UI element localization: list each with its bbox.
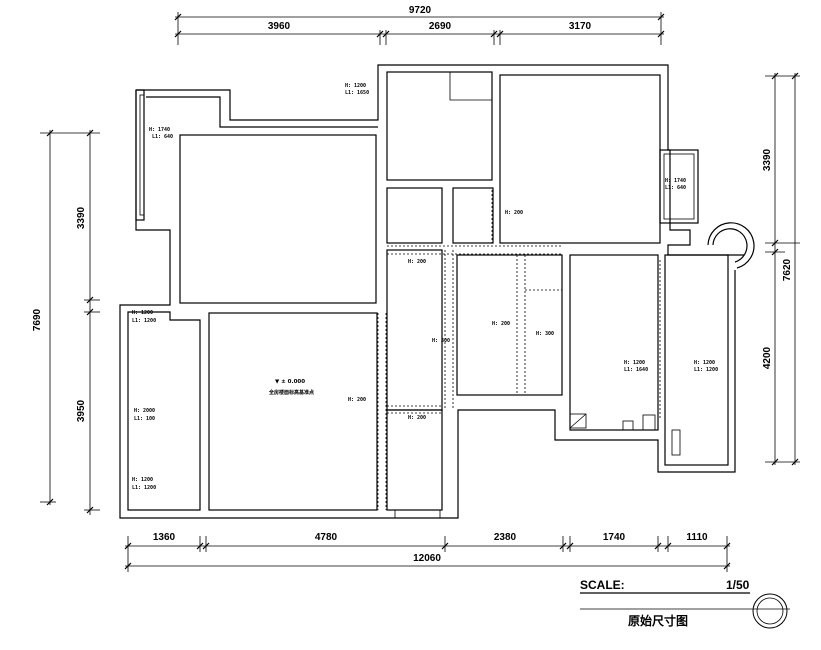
note-window-right-room-h: H: 1200 xyxy=(624,360,645,366)
elevation-mark: ▼ ± 0.000 xyxy=(275,379,305,385)
dimension-bottom: 1360 4780 2380 1740 1110 12060 xyxy=(124,532,731,572)
elevation-note: 全房楼面标高基准点 xyxy=(268,389,314,396)
dim-top-1: 3960 xyxy=(268,21,291,32)
dimension-left: 7690 3390 3950 xyxy=(32,129,100,515)
note-window-left-bottom-h: H: 1200 xyxy=(132,477,153,483)
scale-label: SCALE: xyxy=(580,578,625,592)
note-window-left-center-h: H: 2000 xyxy=(134,408,155,414)
note-window-left-center-l: L1: 100 xyxy=(134,416,155,422)
dim-left-total: 7690 xyxy=(32,308,43,331)
note-window-left-mid-h: H: 1200 xyxy=(132,310,153,316)
walls xyxy=(119,64,755,519)
title-circle-icon xyxy=(752,593,788,629)
scale-value: 1/50 xyxy=(726,578,750,592)
note-window-left-mid-l: L1: 1200 xyxy=(132,318,156,324)
dim-right-1: 3390 xyxy=(762,148,773,171)
beam-lines xyxy=(377,190,661,510)
note-window-right-top-h: H: 1740 xyxy=(665,178,686,184)
note-beam-lower-hall: H: 200 xyxy=(408,415,426,421)
note-window-left-top-h: H: 1740 xyxy=(149,127,170,133)
dim-top-2: 2690 xyxy=(429,21,452,32)
note-window-right-room-l: L1: 1640 xyxy=(624,367,648,373)
note-beam-right-bedroom: H: 200 xyxy=(505,210,523,216)
title-inner-circle-icon xyxy=(756,597,784,625)
note-window-far-right-l: L1: 1200 xyxy=(694,367,718,373)
note-window-left-top-l: L1: 640 xyxy=(152,134,173,140)
note-beam-center: H: 300 xyxy=(432,338,450,344)
note-beam-kitchen: H: 200 xyxy=(492,321,510,327)
note-beam-right: H: 300 xyxy=(536,331,554,337)
dim-top-3: 3170 xyxy=(569,21,592,32)
dim-right-total: 7620 xyxy=(782,258,793,281)
dimension-right: 7620 3390 4200 xyxy=(762,72,800,466)
note-beam-hall-upper: H: 200 xyxy=(408,259,426,265)
note-window-left-bottom-l: L1: 1200 xyxy=(132,485,156,491)
dim-bottom-3: 2380 xyxy=(494,532,517,543)
dim-bottom-total: 12060 xyxy=(413,553,441,564)
title-block: SCALE: 1/50 原始尺寸图 xyxy=(580,578,790,629)
annotations: H: 1200 L1: 1650 H: 1740 L1: 640 H: 1740… xyxy=(132,83,718,491)
dim-bottom-1: 1360 xyxy=(153,532,176,543)
note-beam-living: H: 200 xyxy=(348,397,366,403)
dimension-top: 9720 3960 2690 3170 xyxy=(174,5,665,45)
note-window-right-top-l: L1: 640 xyxy=(665,185,686,191)
dim-bottom-5: 1110 xyxy=(686,532,708,543)
dim-bottom-4: 1740 xyxy=(603,532,626,543)
note-window-far-right-h: H: 1200 xyxy=(694,360,715,366)
dim-right-2: 4200 xyxy=(762,346,773,369)
dim-left-2: 3950 xyxy=(76,399,87,422)
note-window-top-center-h: H: 1200 xyxy=(345,83,366,89)
dim-bottom-2: 4780 xyxy=(315,532,338,543)
dim-top-total: 9720 xyxy=(409,5,432,16)
drawing-title: 原始尺寸图 xyxy=(628,613,688,628)
note-window-top-center-l: L1: 1650 xyxy=(345,90,369,96)
dim-left-1: 3390 xyxy=(76,206,87,229)
